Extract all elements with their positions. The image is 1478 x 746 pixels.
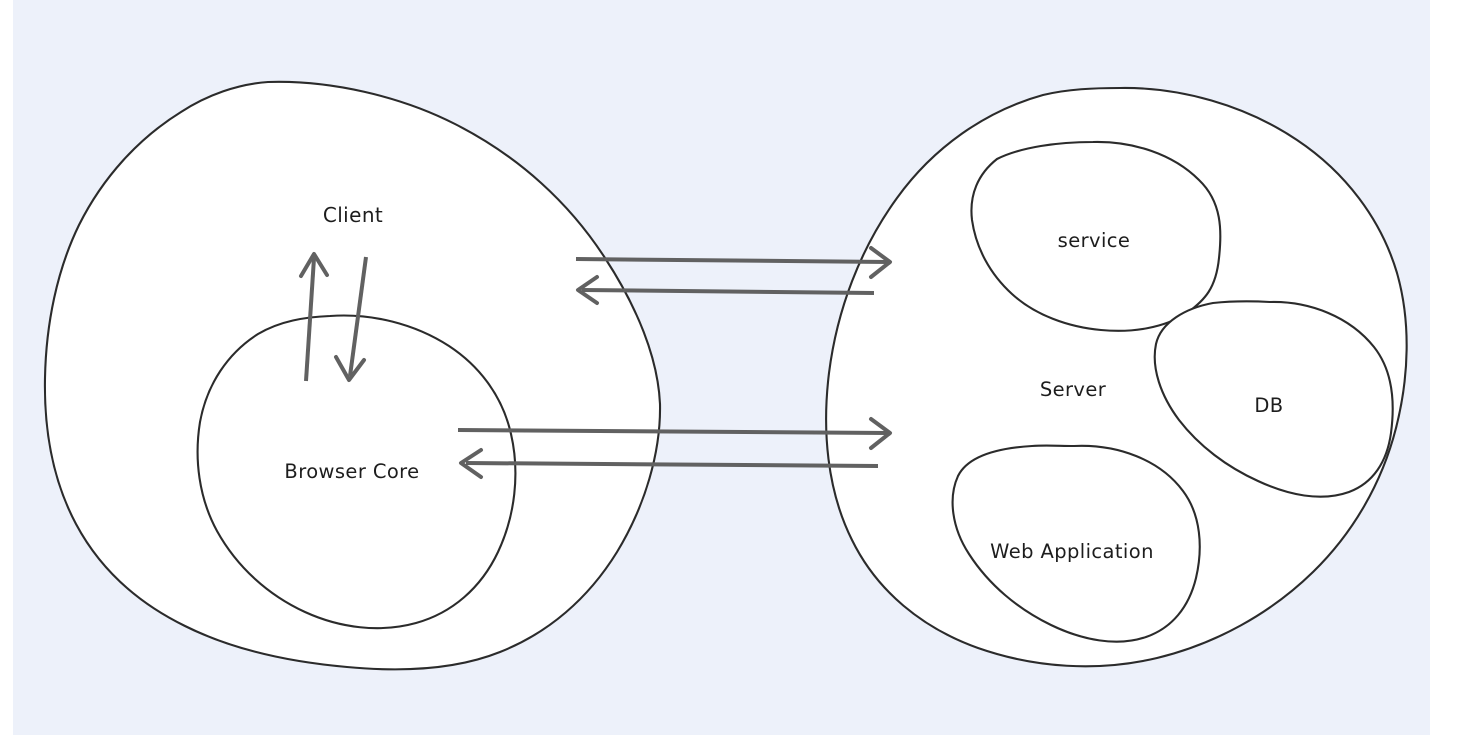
browser-core-blob[interactable] bbox=[196, 314, 517, 630]
service-label: service bbox=[1058, 229, 1131, 252]
connector-server-to-browser-core[interactable] bbox=[459, 448, 879, 479]
db-blob[interactable] bbox=[1153, 300, 1394, 498]
service-blob[interactable] bbox=[970, 140, 1222, 332]
connector-server-to-client-top[interactable] bbox=[576, 275, 875, 305]
server-label: Server bbox=[1040, 378, 1107, 401]
connector-client-internal-up[interactable] bbox=[299, 252, 329, 382]
connector-client-to-server-top[interactable] bbox=[575, 246, 892, 279]
db-label: DB bbox=[1254, 394, 1283, 417]
browser-core-label: Browser Core bbox=[284, 460, 419, 483]
connector-browser-core-to-server[interactable] bbox=[457, 417, 892, 450]
connector-client-internal-down[interactable] bbox=[334, 256, 368, 382]
client-label: Client bbox=[323, 203, 383, 227]
web-application-blob[interactable] bbox=[951, 444, 1201, 643]
web-application-label: Web Application bbox=[990, 540, 1154, 563]
